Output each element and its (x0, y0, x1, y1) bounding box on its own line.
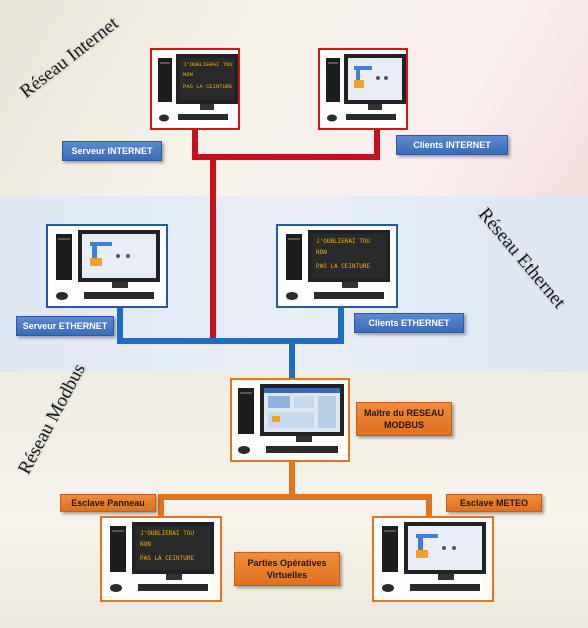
computer-meteo-icon (382, 522, 486, 592)
ethernet-server-label: Serveur ETHERNET (16, 316, 114, 336)
internet-server-label: Serveur INTERNET (62, 141, 162, 161)
internet-client-computer (318, 48, 408, 130)
computer-meteo-icon (56, 230, 160, 300)
internet-band (0, 0, 588, 196)
virtual-parts-label: Parties Opératives Virtuelles (234, 552, 340, 586)
modbus-link-left (158, 494, 164, 518)
modbus-master-label: Maître du RESEAU MODBUS (356, 402, 452, 436)
ethernet-trunk (289, 338, 295, 380)
ethernet-bus (117, 338, 344, 344)
ethernet-link-left (117, 306, 123, 344)
ethernet-link-right (338, 306, 344, 344)
sign-line-2: NON (183, 71, 193, 78)
sign-line-3: PAS LA CEINTURE (140, 555, 194, 562)
internet-clients-label: Clients INTERNET (396, 135, 508, 155)
modbus-trunk (289, 460, 295, 498)
internet-link-left (192, 130, 198, 160)
slave-meteo-label: Esclave METEO (446, 494, 542, 512)
sign-line-1: J'OUBLIERAI TOU (316, 238, 370, 245)
internet-trunk (210, 154, 216, 338)
ethernet-clients-label: Clients ETHERNET (354, 313, 464, 333)
ethernet-server-computer (46, 224, 168, 308)
sign-line-3: PAS LA CEINTURE (183, 83, 233, 90)
internet-bus (192, 154, 380, 160)
computer-sign-icon: J'OUBLIERAI TOU NON PAS LA CEINTURE (286, 230, 390, 300)
sign-line-1: J'OUBLIERAI TOU (140, 530, 194, 537)
slave-panel-computer: J'OUBLIERAI TOU NON PAS LA CEINTURE (100, 516, 222, 602)
modbus-link-right (426, 494, 432, 518)
modbus-master-computer (230, 378, 350, 462)
sign-line-1: J'OUBLIERAI TOU (183, 61, 233, 68)
computer-supervision-icon (238, 384, 344, 454)
internet-server-computer: J'OUBLIERAI TOU NON PAS LA CEINTURE (150, 48, 240, 130)
ethernet-client-computer: J'OUBLIERAI TOU NON PAS LA CEINTURE (276, 224, 398, 308)
computer-sign-icon: J'OUBLIERAI TOU NON PAS LA CEINTURE (110, 522, 214, 592)
computer-sign-icon: J'OUBLIERAI TOU NON PAS LA CEINTURE (158, 54, 238, 122)
slave-panel-label: Esclave Panneau (60, 494, 156, 512)
sign-line-2: NON (140, 541, 151, 548)
sign-line-2: NON (316, 249, 327, 256)
sign-line-3: PAS LA CEINTURE (316, 263, 370, 270)
modbus-bus (158, 494, 432, 500)
slave-meteo-computer (372, 516, 494, 602)
internet-link-right (374, 130, 380, 160)
computer-meteo-icon (326, 54, 406, 122)
